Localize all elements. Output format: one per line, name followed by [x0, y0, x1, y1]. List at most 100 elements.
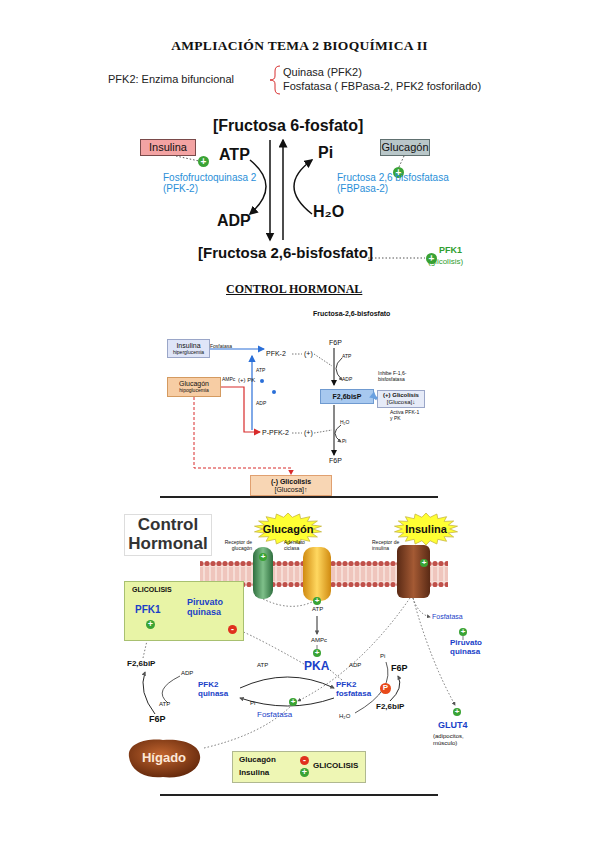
drawing-path [240, 698, 334, 706]
text-label: P-PFK-2 [262, 429, 289, 437]
node-text: (+) Glicolisis [383, 392, 419, 399]
node-text: Glucagón [179, 380, 209, 388]
drawing-line [368, 258, 425, 259]
text-label: PFK2: Enzima bifuncional [108, 73, 234, 85]
text-label: PFK1 [439, 246, 462, 256]
text-label: Receptor de insulina [372, 540, 402, 551]
text-label: GLUT4 [438, 721, 468, 731]
drawing-path [239, 630, 304, 664]
drawing-circle [260, 379, 264, 383]
text-label: Adenilato ciclasa [284, 540, 314, 551]
drawing-path [334, 405, 335, 455]
text-label: ATP [312, 606, 323, 613]
text-label: (+) PK [238, 377, 255, 384]
text-label: ADP [349, 662, 361, 669]
text-label: Pi [318, 144, 333, 162]
drawing-path [334, 348, 335, 385]
text-label: Pi [380, 653, 385, 660]
drawing-path [294, 160, 312, 214]
text-label: ATP [256, 368, 265, 374]
text-label: F6P [391, 664, 408, 674]
arrow-head [288, 470, 294, 475]
sign-badge: + [300, 768, 309, 777]
node-text: Glucagón [263, 523, 314, 535]
node-text: [Glucosa]↑ [274, 486, 307, 494]
text-label: F2,6biP [376, 703, 404, 712]
node-text: Glucagón [239, 756, 276, 765]
node-text: Insulina [176, 342, 200, 350]
drawing-line [314, 354, 332, 366]
text-label: (glicolisis) [428, 258, 463, 267]
node-text: Glucagón [381, 141, 428, 153]
text-label: Fosfatasa [432, 613, 463, 621]
node-text: [Glucosa]↓ [387, 399, 415, 406]
text-label: CONTROL HORMONAL [226, 283, 362, 296]
blob-shape [129, 740, 200, 778]
text-label: [Fructosa 6-fosfato] [213, 117, 363, 135]
drawing-path [298, 598, 410, 701]
node-text: Control Hormonal [125, 516, 211, 553]
text-label: Quinasa (PFK2) [283, 66, 362, 78]
text-label: Pi [342, 439, 346, 445]
text-label: AMPc [222, 377, 235, 383]
heading-box: Control Hormonal [124, 514, 212, 556]
hormone-star: Insulina [394, 513, 458, 545]
connector [194, 397, 294, 475]
text-label: (+) [304, 429, 313, 437]
node-text: GLICOLISIS [132, 586, 172, 594]
text-label: Fosfatasa ( FBPasa-2, PFK2 fosforilado) [283, 80, 481, 92]
drawing-path [336, 358, 342, 380]
drawing-rect [253, 547, 273, 599]
drawing-path [317, 616, 318, 634]
sign-badge: + [420, 559, 428, 567]
text-label: ADP [342, 377, 352, 383]
text-label: H₂O [339, 713, 350, 720]
sign-badge: P [380, 683, 391, 694]
drawing-path [390, 676, 400, 701]
drawing-path [240, 677, 334, 688]
hormone-box: Insulina [140, 139, 196, 156]
text-label: F6P [329, 339, 342, 347]
drawing-path [413, 598, 430, 617]
text-label: Inhibe F-1,6-bisfosfatasa [378, 371, 433, 382]
text-label: ADP [256, 401, 266, 407]
drawing-line [399, 156, 404, 167]
node-text: Insulina [239, 769, 269, 778]
node-text: (-) Glicolisis [271, 478, 311, 486]
sign-badge: + [289, 698, 297, 706]
effect-box: (+) Glicolisis[Glucosa]↓ [377, 390, 425, 408]
drawing-rect [397, 545, 430, 598]
drawing-path [263, 599, 312, 606]
drawing-line [314, 430, 332, 433]
text-label: H₂O [340, 420, 349, 426]
node-text: F2,6bisP [333, 393, 362, 401]
drawing-path [330, 670, 342, 680]
sign-badge: + [313, 597, 321, 605]
text-label: Fructosa 2,6 bisfosfatasa (FBPasa-2) [337, 172, 462, 194]
text-label: Pi [250, 700, 255, 707]
sign-badge: + [146, 620, 155, 629]
text-label: Fosfatasa [257, 711, 292, 720]
text-label: Piruvato quinasa [450, 639, 495, 657]
text-label: F2,6biP [127, 660, 155, 669]
key-box: GlucagónInsulinaGLICOLISIS [232, 751, 366, 783]
text-label: Fosfofructoquinasa 2 (PFK-2) [163, 172, 263, 194]
node-text: hiperglucemia [173, 350, 204, 356]
hormone-box: Insulinahiperglucemia [167, 339, 210, 358]
drawing-line [282, 140, 284, 240]
drawing-path [162, 676, 180, 703]
text-label: ATP [342, 354, 351, 360]
sign-badge: + [198, 156, 209, 167]
text-label: ADP [181, 670, 193, 677]
node-text: PFK1 [135, 604, 161, 615]
drawing-rect [303, 547, 331, 601]
connector-line [374, 397, 377, 400]
hormone-box: Glucagón [380, 139, 430, 156]
drawing-line [292, 433, 302, 434]
sign-badge: - [228, 625, 237, 634]
node-text: Piruvato quinasa [187, 598, 242, 618]
text-label: PKA [304, 660, 329, 673]
drawing-path [250, 160, 266, 214]
text-label: F6P [149, 715, 166, 725]
